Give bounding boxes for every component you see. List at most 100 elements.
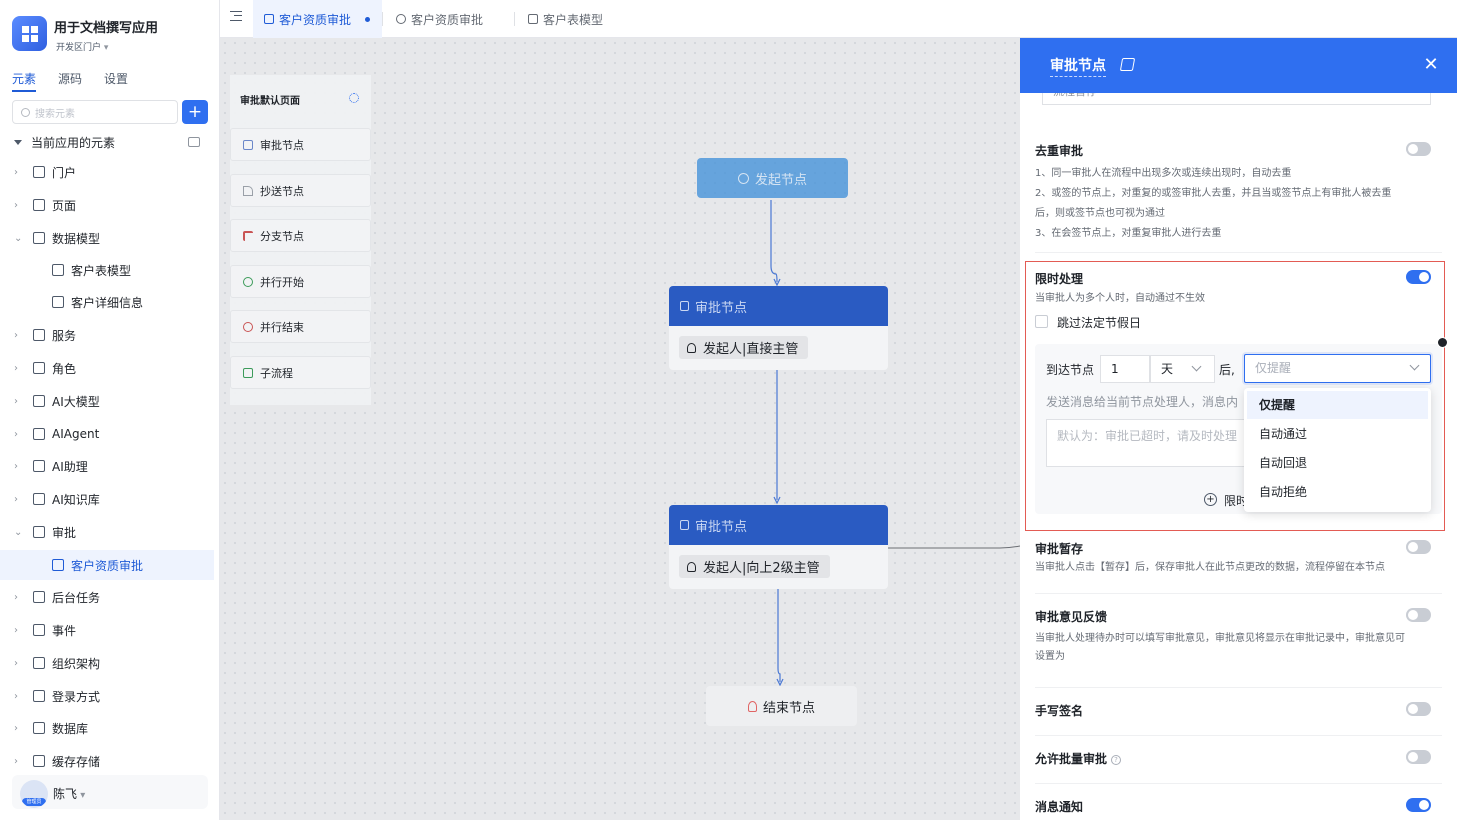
tab-elements[interactable]: 元素 — [12, 72, 37, 92]
stamp-icon — [52, 559, 64, 571]
option-remind-only[interactable]: 仅提醒 — [1247, 391, 1428, 419]
tree-item-ai-knowledge[interactable]: ›AI知识库 — [0, 484, 214, 514]
tree-item-ai-assistant[interactable]: ›AI助理 — [0, 451, 214, 481]
palette-cc-node[interactable]: 抄送节点 — [230, 174, 371, 207]
add-element-button[interactable]: + — [182, 100, 208, 124]
home-icon — [33, 166, 45, 178]
option-auto-return[interactable]: 自动回退 — [1259, 456, 1308, 470]
tab-customer-approval[interactable]: 客户资质审批 — [396, 0, 483, 38]
tree-item-ai-agent[interactable]: ›AIAgent — [0, 419, 214, 449]
limit-unit-select[interactable]: 天 — [1150, 355, 1215, 383]
app-header[interactable]: 用于文档撰写应用 开发区门户 — [12, 16, 158, 53]
person-icon — [687, 342, 696, 353]
timeout-action-select[interactable]: 仅提醒 — [1244, 354, 1431, 383]
app-portal-switch[interactable]: 开发区门户 — [56, 40, 108, 53]
approval-node-2[interactable]: 审批节点 发起人|向上2级主管 — [669, 505, 888, 589]
tree-item-database[interactable]: ›数据库 — [0, 713, 214, 743]
tree-item-login[interactable]: ›登录方式 — [0, 681, 214, 711]
palette-approval-node[interactable]: 审批节点 — [230, 128, 371, 161]
palette-subprocess[interactable]: 子流程 — [230, 356, 371, 389]
edit-icon[interactable] — [1119, 58, 1136, 71]
collapse-sidebar-icon[interactable] — [230, 11, 242, 21]
drag-handle-icon[interactable] — [1437, 337, 1448, 348]
pause-toggle[interactable] — [1406, 540, 1431, 554]
approver-label: 发起人|向上2级主管 — [703, 561, 820, 576]
drawer-title[interactable]: 审批节点 — [1050, 55, 1106, 77]
start-node[interactable]: 发起节点 — [697, 158, 848, 198]
approval-node-1[interactable]: 审批节点 发起人|直接主管 — [669, 286, 888, 370]
tree-view-icon[interactable] — [188, 137, 200, 147]
book-icon — [33, 493, 45, 505]
add-time-limit-button[interactable]: + 限时 — [1035, 486, 1442, 514]
dedup-desc-2: 2、或签的节点上，对重复的或签审批人去重，并且当或签节点上有审批人被去重 — [1035, 188, 1392, 199]
tree-item-roles[interactable]: ›角色 — [0, 353, 214, 383]
palette-branch-node[interactable]: 分支节点 — [230, 219, 371, 252]
dedup-toggle[interactable] — [1406, 142, 1431, 156]
search-input[interactable]: 搜索元素 — [12, 100, 178, 124]
end-node[interactable]: 结束节点 — [706, 686, 857, 726]
dedup-desc-3: 后，则或签节点也可视为通过 — [1035, 208, 1165, 219]
tree-item-portal[interactable]: ›门户 — [0, 157, 214, 187]
palette-item-label: 抄送节点 — [260, 184, 304, 198]
time-limit-highlight — [1025, 261, 1445, 531]
arrow-head — [773, 496, 781, 505]
feedback-desc-1: 当审批人处理待办时可以填写审批意见，审批意见将显示在审批记录中，审批意见可 — [1035, 633, 1405, 644]
palette-parallel-start[interactable]: 并行开始 — [230, 265, 371, 298]
limit-unit-value: 天 — [1161, 362, 1174, 376]
app-title: 用于文档撰写应用 — [54, 21, 159, 36]
time-limit-toggle[interactable] — [1406, 270, 1431, 284]
flow-canvas[interactable]: 审批默认页面 审批节点 抄送节点 分支节点 并行开始 并行结束 子流程 发起节点… — [220, 38, 1020, 820]
tree-item-ai-model[interactable]: ›AI大模型 — [0, 386, 214, 416]
tree-item-org[interactable]: ›组织架构 — [0, 648, 214, 678]
search-icon — [21, 107, 30, 117]
approval-icon — [396, 14, 406, 24]
skip-holiday-checkbox[interactable] — [1035, 315, 1048, 328]
tab-customer-model[interactable]: 客户表模型 — [528, 0, 603, 38]
tab-bar: 客户资质审批 客户资质审批 客户表模型 — [220, 0, 1457, 38]
tree-item-label: 页面 — [52, 198, 77, 213]
tree-item-customer-detail[interactable]: 客户详细信息 — [0, 287, 214, 317]
connector-node2-side — [888, 545, 1020, 549]
expand-icon: › — [14, 395, 18, 407]
tree-item-customer-model[interactable]: 客户表模型 — [0, 255, 214, 285]
approval-node-title: 审批节点 — [695, 519, 748, 535]
help-icon[interactable]: ? — [1111, 755, 1122, 765]
tree-item-pages[interactable]: ›页面 — [0, 190, 214, 220]
option-auto-reject[interactable]: 自动拒绝 — [1259, 485, 1308, 499]
notify-toggle[interactable] — [1406, 798, 1431, 812]
timeout-action-placeholder: 仅提醒 — [1255, 361, 1292, 375]
tree-item-cache[interactable]: ›缓存存储 — [0, 746, 214, 776]
tree-item-data-model[interactable]: ⌄数据模型 — [0, 223, 214, 253]
stamp-icon — [33, 526, 45, 538]
tree-item-customer-approval[interactable]: 客户资质审批 — [0, 550, 214, 580]
user-menu[interactable]: 管理员 陈飞 — [12, 775, 208, 809]
tree-item-events[interactable]: ›事件 — [0, 615, 214, 645]
dedup-title: 去重审批 — [1035, 144, 1084, 158]
tab-source[interactable]: 源码 — [58, 72, 83, 86]
tree-header[interactable]: 当前应用的元素 — [14, 134, 115, 151]
option-auto-approve[interactable]: 自动通过 — [1259, 427, 1308, 441]
batch-toggle[interactable] — [1406, 750, 1431, 764]
tree-item-approval[interactable]: ⌄审批 — [0, 517, 214, 547]
stamp-icon — [680, 301, 689, 311]
feedback-toggle[interactable] — [1406, 608, 1431, 622]
org-chart-icon — [33, 657, 45, 669]
divider — [1035, 687, 1442, 688]
palette-parallel-end[interactable]: 并行结束 — [230, 310, 371, 343]
tree-item-label: 事件 — [52, 623, 77, 638]
settings-icon[interactable] — [349, 93, 359, 103]
signature-toggle[interactable] — [1406, 702, 1431, 716]
role-badge: 管理员 — [22, 798, 46, 806]
divider — [1035, 735, 1442, 736]
limit-amount-input[interactable]: 1 — [1100, 355, 1150, 383]
tree-item-background-tasks[interactable]: ›后台任务 — [0, 582, 214, 612]
app-logo-icon — [12, 16, 47, 51]
tree-item-label: 服务 — [52, 328, 77, 343]
expand-icon: ⌄ — [14, 232, 23, 244]
tree-item-services[interactable]: ›服务 — [0, 320, 214, 350]
tab-customer-approval-active[interactable]: 客户资质审批 — [253, 0, 382, 38]
tab-settings[interactable]: 设置 — [104, 72, 129, 86]
chevron-down-icon — [1191, 361, 1202, 372]
user-name: 陈飞 — [53, 785, 85, 802]
close-icon[interactable]: ✕ — [1423, 54, 1439, 75]
